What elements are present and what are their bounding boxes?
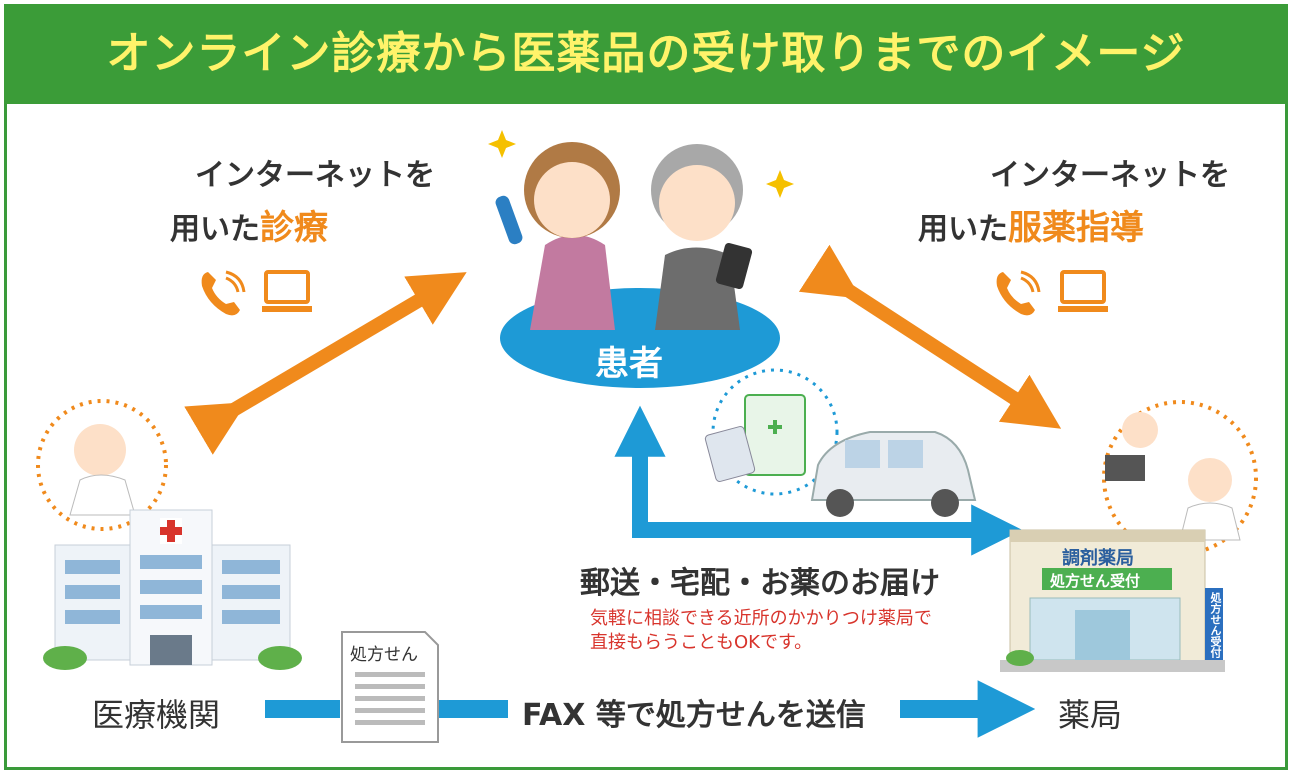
right-label-line1: インターネットを [990, 158, 1230, 193]
right-label-highlight: 服薬指導 [1008, 208, 1144, 248]
hospital-illustration [43, 509, 302, 670]
prescription-label: 処方せん [350, 645, 418, 665]
pharmacy-sign: 調剤薬局 [1062, 548, 1134, 569]
patient-man-illustration [651, 144, 753, 330]
left-label-highlight: 診療 [260, 208, 328, 248]
left-label-prefix: 用いた [170, 212, 260, 247]
fax-label: FAX 等で処方せんを送信 [522, 698, 866, 733]
phone-icon [996, 270, 1041, 316]
pharmacy-counter-sign: 処方せん受付 [1050, 572, 1141, 590]
delivery-label: 郵送・宅配・お薬のお届け [580, 566, 940, 601]
sparkle-icon [488, 130, 516, 158]
pharmacist-face-1 [1122, 412, 1158, 448]
patient-woman-illustration [495, 142, 620, 330]
sparkle-icon [766, 170, 794, 198]
doctor-coat [69, 474, 136, 516]
laptop-icon [262, 270, 312, 312]
phone-icon [201, 270, 246, 316]
hospital-label: 医療機関 [92, 696, 221, 734]
left-label-line1: インターネットを [195, 158, 435, 193]
delivery-note-line2: 直接もらうこともOKです。 [590, 632, 813, 653]
pharmacist-face-2 [1188, 458, 1232, 502]
prescription-document-icon [341, 631, 439, 743]
pharmacist-laptop [1105, 455, 1145, 481]
delivery-car-illustration [810, 431, 977, 517]
arrow-hospital-patient [184, 272, 467, 455]
left-label-line2: 用いた診療 [170, 200, 328, 249]
patient-label: 患者 [595, 344, 663, 384]
pharmacy-label: 薬局 [1058, 696, 1123, 734]
page-title: オンライン診療から医薬品の受け取りまでのイメージ [106, 28, 1186, 79]
laptop-icon [1058, 270, 1108, 312]
doctor-face [74, 424, 126, 476]
fax-arrow-left [265, 700, 340, 718]
fax-arrow-mid [438, 700, 508, 718]
medicine-bag [744, 394, 806, 476]
arrow-patient-pharmacy [798, 244, 1062, 429]
pharmacy-banner: 処方せん受付 [1209, 592, 1222, 658]
pharmacy-illustration [1000, 529, 1225, 672]
title-banner: オンライン診療から医薬品の受け取りまでのイメージ [4, 4, 1288, 104]
delivery-note-line1: 気軽に相談できる近所のかかりつけ薬局で [590, 608, 932, 629]
pill-pack [704, 426, 756, 482]
right-label-prefix: 用いた [918, 212, 1008, 247]
right-label-line2: 用いた服薬指導 [918, 200, 1144, 249]
